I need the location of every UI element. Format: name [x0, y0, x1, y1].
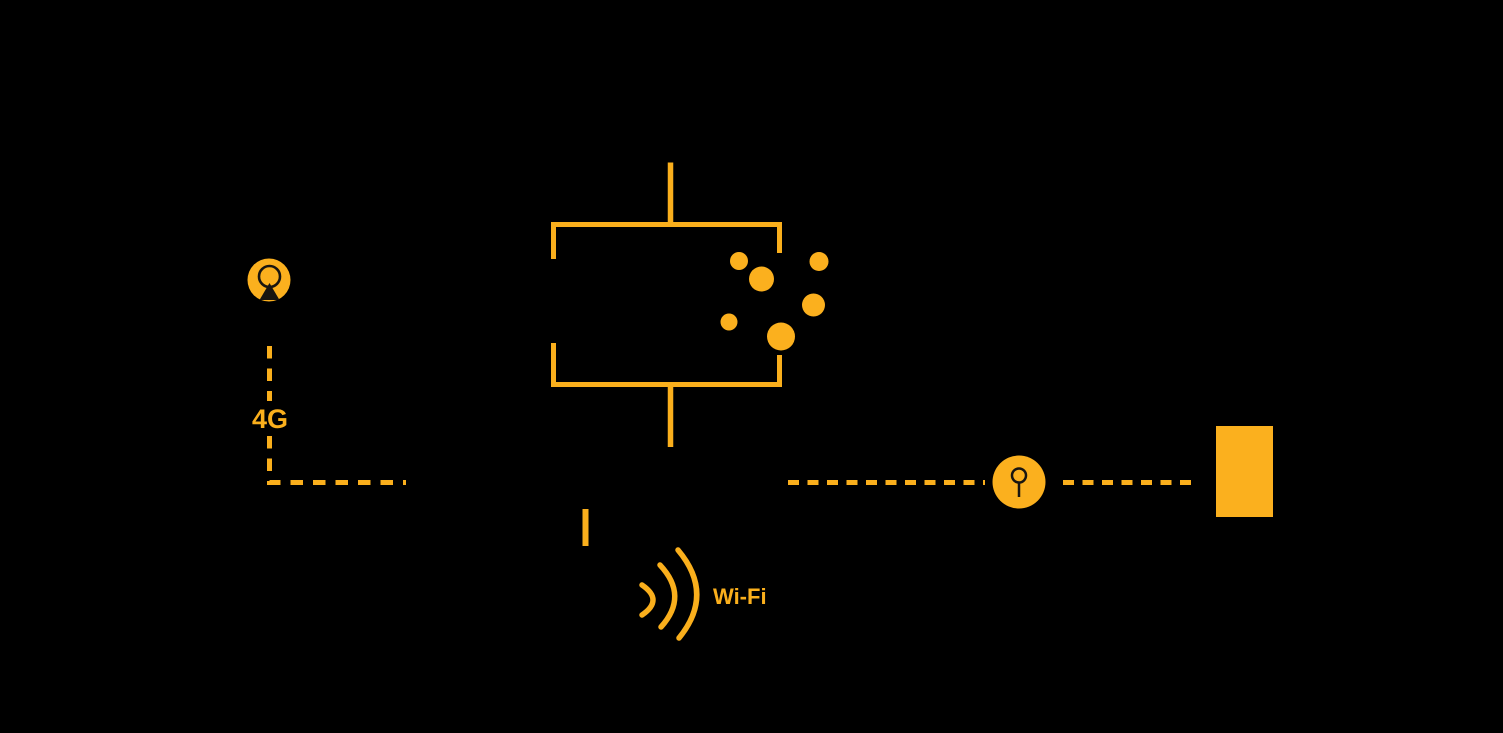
data-dot: [730, 252, 748, 270]
wifi-signal: Wi-Fi: [639, 547, 767, 641]
broadcast-antenna-icon: [257, 264, 282, 300]
wifi-wave-inner: [639, 582, 656, 618]
gateway-box-bottom-outline: [551, 343, 782, 387]
antenna-node-circle: [247, 258, 291, 302]
data-dot: [802, 293, 825, 317]
keyhole-icon: [1010, 467, 1028, 497]
cellular-downlink-dashed-line: [267, 346, 406, 485]
wifi-waves-icon: [639, 547, 700, 641]
wifi-label: Wi-Fi: [713, 584, 767, 609]
data-dot: [809, 252, 829, 271]
antenna-base-triangle: [259, 283, 280, 300]
data-dot: [767, 322, 795, 351]
data-dots-cluster: [720, 252, 829, 351]
gateway-box: [551, 162, 782, 447]
driver-block-rect: [1216, 426, 1273, 517]
cell-antenna-node: [247, 258, 291, 302]
gateway-box-top-outline: [551, 222, 782, 259]
cellular-link-label: 4G: [252, 404, 288, 434]
keyhole-sensor-node: [992, 455, 1046, 509]
keyhole-head-circle: [1010, 467, 1028, 484]
data-dot: [749, 266, 774, 292]
antenna-head-circle: [257, 264, 282, 289]
wifi-wave-middle: [657, 562, 678, 630]
wifi-wave-outer: [675, 547, 700, 641]
4g-label-backing: [249, 401, 290, 434]
data-dot: [720, 313, 738, 331]
